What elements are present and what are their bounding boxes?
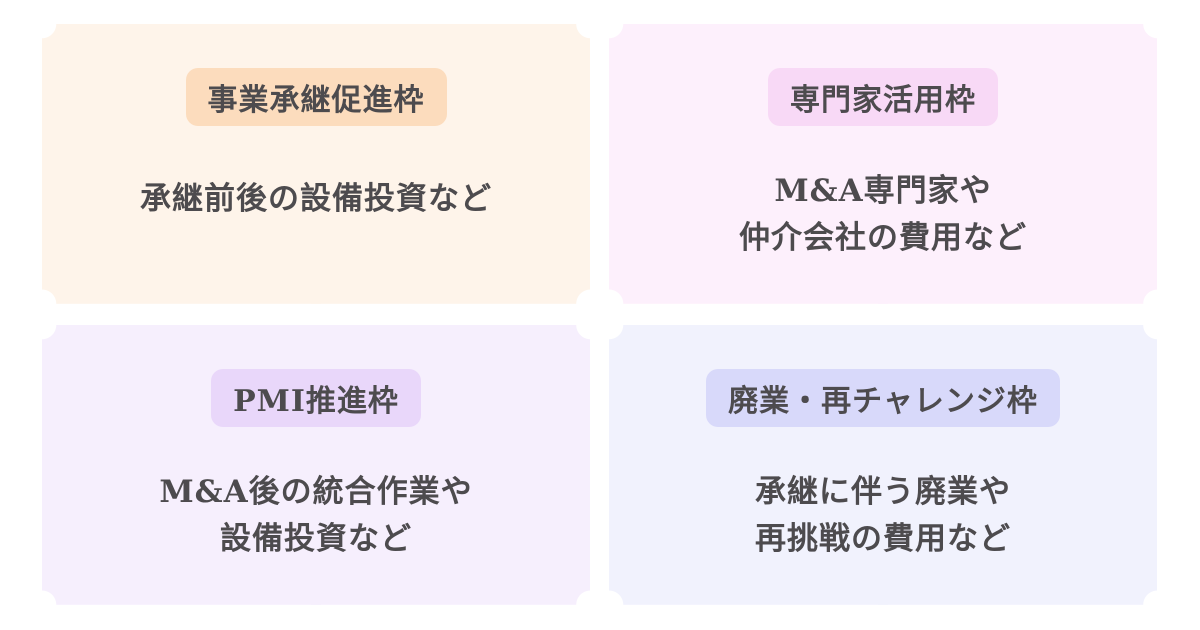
description-line: M&A後の統合作業や <box>159 474 473 510</box>
description-line: 承継に伴う廃業や <box>755 474 1011 510</box>
card-label: PMI推進枠 <box>211 369 421 427</box>
card-closure-rechallenge: 廃業・再チャレンジ枠 承継に伴う廃業や 再挑戦の費用など <box>609 325 1157 605</box>
description-line: 設備投資など <box>219 521 412 557</box>
description-line: 仲介会社の費用など <box>739 220 1027 256</box>
description-line: 再挑戦の費用など <box>755 521 1011 557</box>
card-business-succession: 事業承継促進枠 承継前後の設備投資など <box>42 24 590 304</box>
card-pmi-promotion: PMI推進枠 M&A後の統合作業や 設備投資など <box>42 325 590 605</box>
card-label: 事業承継促進枠 <box>185 68 447 126</box>
card-label: 専門家活用枠 <box>768 68 998 126</box>
description-line: 承継前後の設備投資など <box>140 181 492 217</box>
description-line: M&A専門家や <box>774 173 992 209</box>
card-label: 廃業・再チャレンジ枠 <box>706 369 1060 427</box>
card-description: M&A専門家や 仲介会社の費用など <box>739 168 1027 262</box>
card-expert-utilization: 専門家活用枠 M&A専門家や 仲介会社の費用など <box>609 24 1157 304</box>
card-description: 承継に伴う廃業や 再挑戦の費用など <box>755 469 1011 563</box>
card-description: M&A後の統合作業や 設備投資など <box>159 469 472 563</box>
card-description: 承継前後の設備投資など <box>140 176 492 223</box>
